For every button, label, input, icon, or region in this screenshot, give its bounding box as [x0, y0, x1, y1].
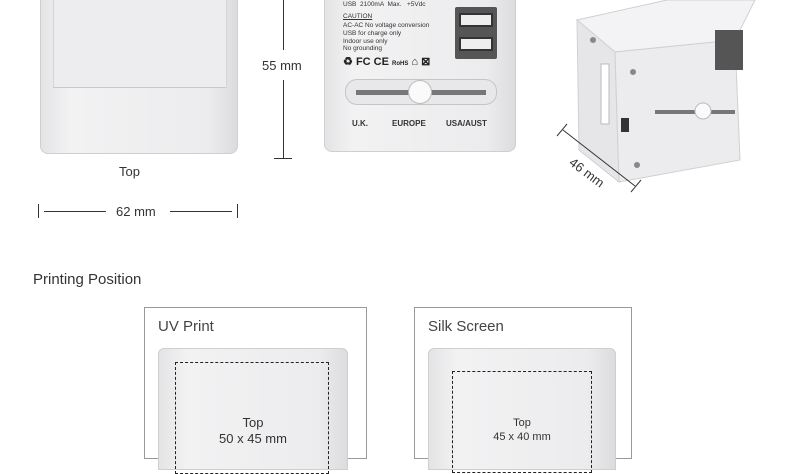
print-area-size: 50 x 45 mm	[219, 431, 287, 446]
adapter-top-view	[40, 0, 238, 154]
panel-seam	[53, 87, 225, 88]
socket-slot	[600, 63, 610, 125]
depth-dimension-tick	[556, 123, 568, 137]
uv-print-box: UV Print Top 50 x 45 mm	[144, 307, 367, 474]
depth-dimension-tick	[630, 179, 642, 193]
caution-line: Indoor use only	[343, 38, 388, 45]
caution-title: CAUTION	[343, 13, 373, 20]
voltage-slider-knob[interactable]	[408, 80, 432, 104]
recycle-icon: ♻	[343, 56, 353, 68]
adapter-back-view: USB 2100mA Max. +5Vdc CAUTION AC-AC No v…	[324, 0, 516, 152]
rating-text: USB 2100mA Max. +5Vdc	[343, 1, 426, 8]
usb-ports	[455, 7, 497, 59]
weee-bin-icon: ⊠	[421, 56, 431, 68]
usb-port[interactable]	[459, 13, 493, 27]
top-view-label: Top	[119, 164, 140, 179]
screw-icon	[590, 37, 596, 43]
print-area-label: Top	[513, 417, 531, 429]
depth-dimension-line	[562, 129, 636, 187]
caution-line: USB for charge only	[343, 30, 402, 37]
usb-port[interactable]	[459, 37, 493, 51]
adapter-3d-view	[556, 0, 756, 193]
caution-line: No grounding	[343, 45, 383, 52]
uv-print-title: UV Print	[158, 318, 214, 335]
adapter-top-preview: Top 45 x 40 mm	[428, 348, 616, 473]
slider-position-usa-aust: USA/AUST	[446, 119, 487, 128]
top-panel	[53, 0, 227, 88]
certification-marks: ♻ FC CE RoHS ⌂ ⊠	[343, 55, 430, 68]
width-dimension-tick-right	[237, 204, 238, 218]
slider-position-uk: U.K.	[352, 119, 368, 128]
print-area-label: Top	[242, 415, 264, 430]
home-icon: ⌂	[411, 56, 419, 68]
printing-position-heading: Printing Position	[33, 271, 142, 288]
silk-screen-box: Silk Screen Top 45 x 40 mm	[414, 307, 632, 473]
voltage-slider-track	[345, 79, 497, 105]
slider-position-europe: EUROPE	[392, 119, 426, 128]
fc-mark: FC	[355, 56, 371, 68]
adapter-top-preview: Top 50 x 45 mm	[158, 348, 348, 474]
width-dimension-tick-left	[38, 204, 39, 218]
screw-icon	[630, 69, 636, 75]
height-dimension-line-bottom	[283, 80, 284, 158]
height-dimension-line-top	[283, 0, 284, 50]
ce-mark: CE	[373, 56, 389, 68]
usb-port	[715, 30, 743, 70]
height-dimension-label: 55 mm	[262, 58, 302, 73]
rohs-mark: RoHS	[392, 61, 409, 67]
height-dimension-tick	[274, 158, 292, 159]
print-area-size: 45 x 40 mm	[493, 431, 551, 443]
screw-icon	[634, 162, 640, 168]
width-dimension-line-left	[44, 211, 106, 212]
width-dimension-label: 62 mm	[116, 204, 156, 219]
caution-line: AC-AC No voltage conversion	[343, 22, 430, 29]
width-dimension-line-right	[170, 211, 232, 212]
silk-screen-title: Silk Screen	[428, 318, 504, 335]
socket-hole	[621, 118, 629, 132]
voltage-slider-knob	[694, 102, 712, 120]
